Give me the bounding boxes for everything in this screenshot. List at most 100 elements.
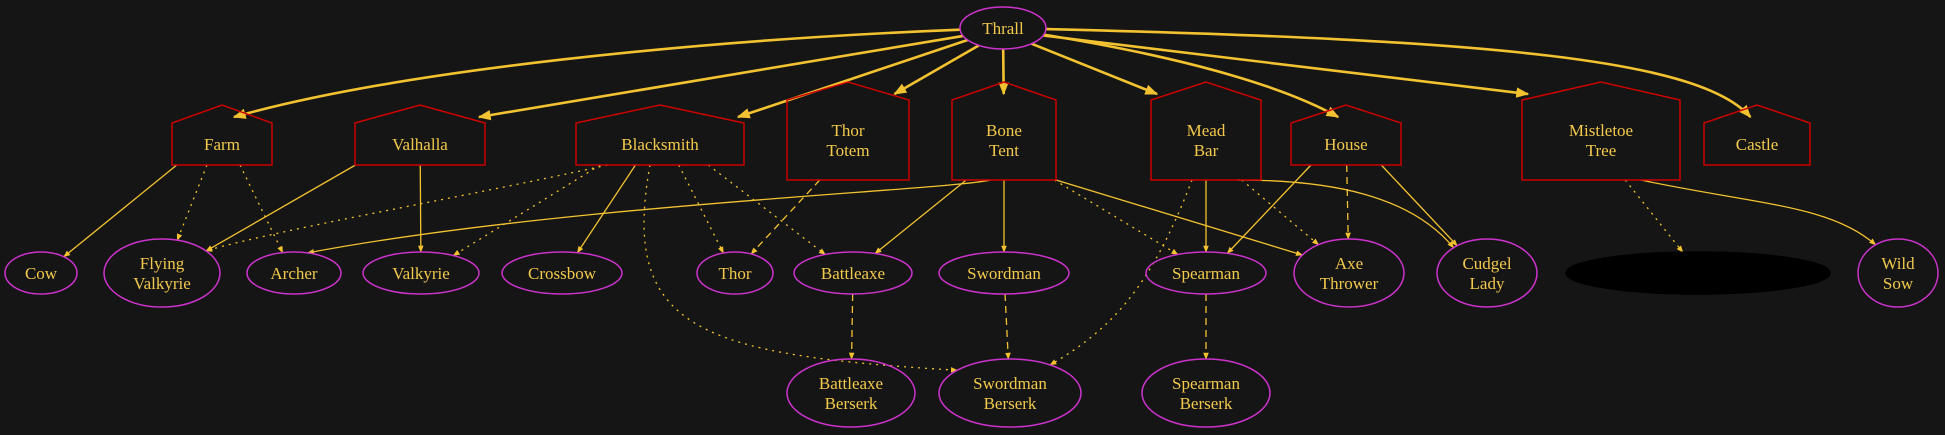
edge-thrall-to-farm xyxy=(232,28,961,119)
edge-battleaxe-to-battleaxe-berserk xyxy=(848,293,855,360)
node-label: Cudgel xyxy=(1462,254,1511,273)
node-label: Berserk xyxy=(1180,394,1233,413)
node-farm: Farm xyxy=(171,104,273,166)
edge-house-to-cudgel-lady xyxy=(1380,164,1458,247)
node-label: Battleaxe xyxy=(821,264,885,283)
node-valhalla: Valhalla xyxy=(354,104,486,166)
node-spearman: Spearman xyxy=(1145,251,1267,295)
unit-shape xyxy=(1145,251,1267,295)
node-label: Tree xyxy=(1586,141,1617,160)
node-label: Crossbow xyxy=(528,264,597,283)
node-label: Thor xyxy=(718,264,751,283)
unit-shape xyxy=(4,251,78,295)
node-label: Bone xyxy=(986,121,1022,140)
node-label: Tent xyxy=(989,141,1019,160)
node-speedup-cow-production: speedup_cow_production xyxy=(1565,251,1831,295)
node-label: Thrower xyxy=(1320,274,1379,293)
node-label: Blacksmith xyxy=(621,135,699,154)
node-label: Wild xyxy=(1881,254,1915,273)
edge-bone-tent-to-axe-thrower xyxy=(1055,179,1303,256)
edge-thrall-to-valhalla xyxy=(477,34,964,121)
node-label: Berserk xyxy=(825,394,878,413)
edge-swordman-to-swordman-berserk xyxy=(1004,293,1011,360)
building-shape xyxy=(575,104,745,166)
node-crossbow: Crossbow xyxy=(501,251,623,295)
upgrade-shape xyxy=(1565,251,1831,295)
unit-shape xyxy=(1857,238,1939,308)
edge-thrall-to-thor-totem xyxy=(893,44,980,96)
unit-shape xyxy=(696,251,774,295)
unit-shape xyxy=(1293,238,1405,308)
node-thor: Thor xyxy=(696,251,774,295)
edge-mistletoe-tree-to-wild-sow xyxy=(1640,179,1877,246)
unit-shape xyxy=(246,251,342,295)
node-label: Swordman xyxy=(967,264,1041,283)
edge-bone-tent-to-archer xyxy=(306,179,991,255)
unit-shape xyxy=(959,6,1047,50)
edge-farm-to-cow xyxy=(63,164,178,258)
edges-layer xyxy=(63,27,1877,373)
node-label: Swordman xyxy=(973,374,1047,393)
edge-thrall-to-castle xyxy=(1045,27,1752,118)
unit-shape xyxy=(938,358,1082,428)
node-label: Valkyrie xyxy=(392,264,450,283)
edge-farm-to-flying-valkyrie xyxy=(176,164,208,241)
building-shape xyxy=(951,81,1057,181)
edge-thrall-to-bone-tent xyxy=(998,48,1009,96)
edge-house-to-spearman xyxy=(1226,164,1312,254)
node-label: Valkyrie xyxy=(133,274,191,293)
unit-shape xyxy=(362,251,480,295)
node-label: Mistletoe xyxy=(1569,121,1633,140)
node-castle: Castle xyxy=(1703,104,1811,166)
node-label: Spearman xyxy=(1172,374,1240,393)
unit-shape xyxy=(1141,358,1271,428)
building-shape xyxy=(354,104,486,166)
edge-bone-tent-to-spearman xyxy=(1054,179,1179,256)
edge-thrall-to-mistletoe-tree xyxy=(1042,34,1530,98)
node-label: Berserk xyxy=(984,394,1037,413)
edge-valhalla-to-flying-valkyrie xyxy=(205,164,356,252)
edge-thrall-to-mead-bar xyxy=(1031,42,1159,96)
edge-house-to-axe-thrower xyxy=(1345,164,1351,240)
edge-thrall-to-house xyxy=(1043,33,1340,119)
edge-blacksmith-to-crossbow xyxy=(576,164,637,254)
building-shape xyxy=(1521,81,1681,181)
building-shape xyxy=(171,104,273,166)
unit-shape xyxy=(938,251,1070,295)
node-label: House xyxy=(1324,135,1367,154)
node-label: Spearman xyxy=(1172,264,1240,283)
unit-shape xyxy=(793,251,913,295)
edge-thrall-to-blacksmith xyxy=(736,38,969,119)
edge-thor-totem-to-thor xyxy=(750,179,821,255)
edge-blacksmith-to-thor xyxy=(678,164,724,254)
node-label: Lady xyxy=(1470,274,1505,293)
edge-mead-bar-to-swordman-berserk xyxy=(1049,179,1193,366)
node-label: Mead xyxy=(1187,121,1226,140)
node-valkyrie: Valkyrie xyxy=(362,251,480,295)
node-label: Bar xyxy=(1194,141,1219,160)
node-label: Thrall xyxy=(982,19,1024,38)
node-thrall: Thrall xyxy=(959,6,1047,50)
unit-shape xyxy=(1436,238,1538,308)
node-label: Flying xyxy=(140,254,185,273)
node-label: Archer xyxy=(270,264,318,283)
edge-blacksmith-to-battleaxe xyxy=(707,164,826,255)
node-label: Cow xyxy=(25,264,58,283)
edge-bone-tent-to-battleaxe xyxy=(874,179,967,255)
node-label: Thor xyxy=(831,121,864,140)
node-label: speedup_cow_production xyxy=(1611,264,1786,283)
unit-shape xyxy=(786,358,916,428)
